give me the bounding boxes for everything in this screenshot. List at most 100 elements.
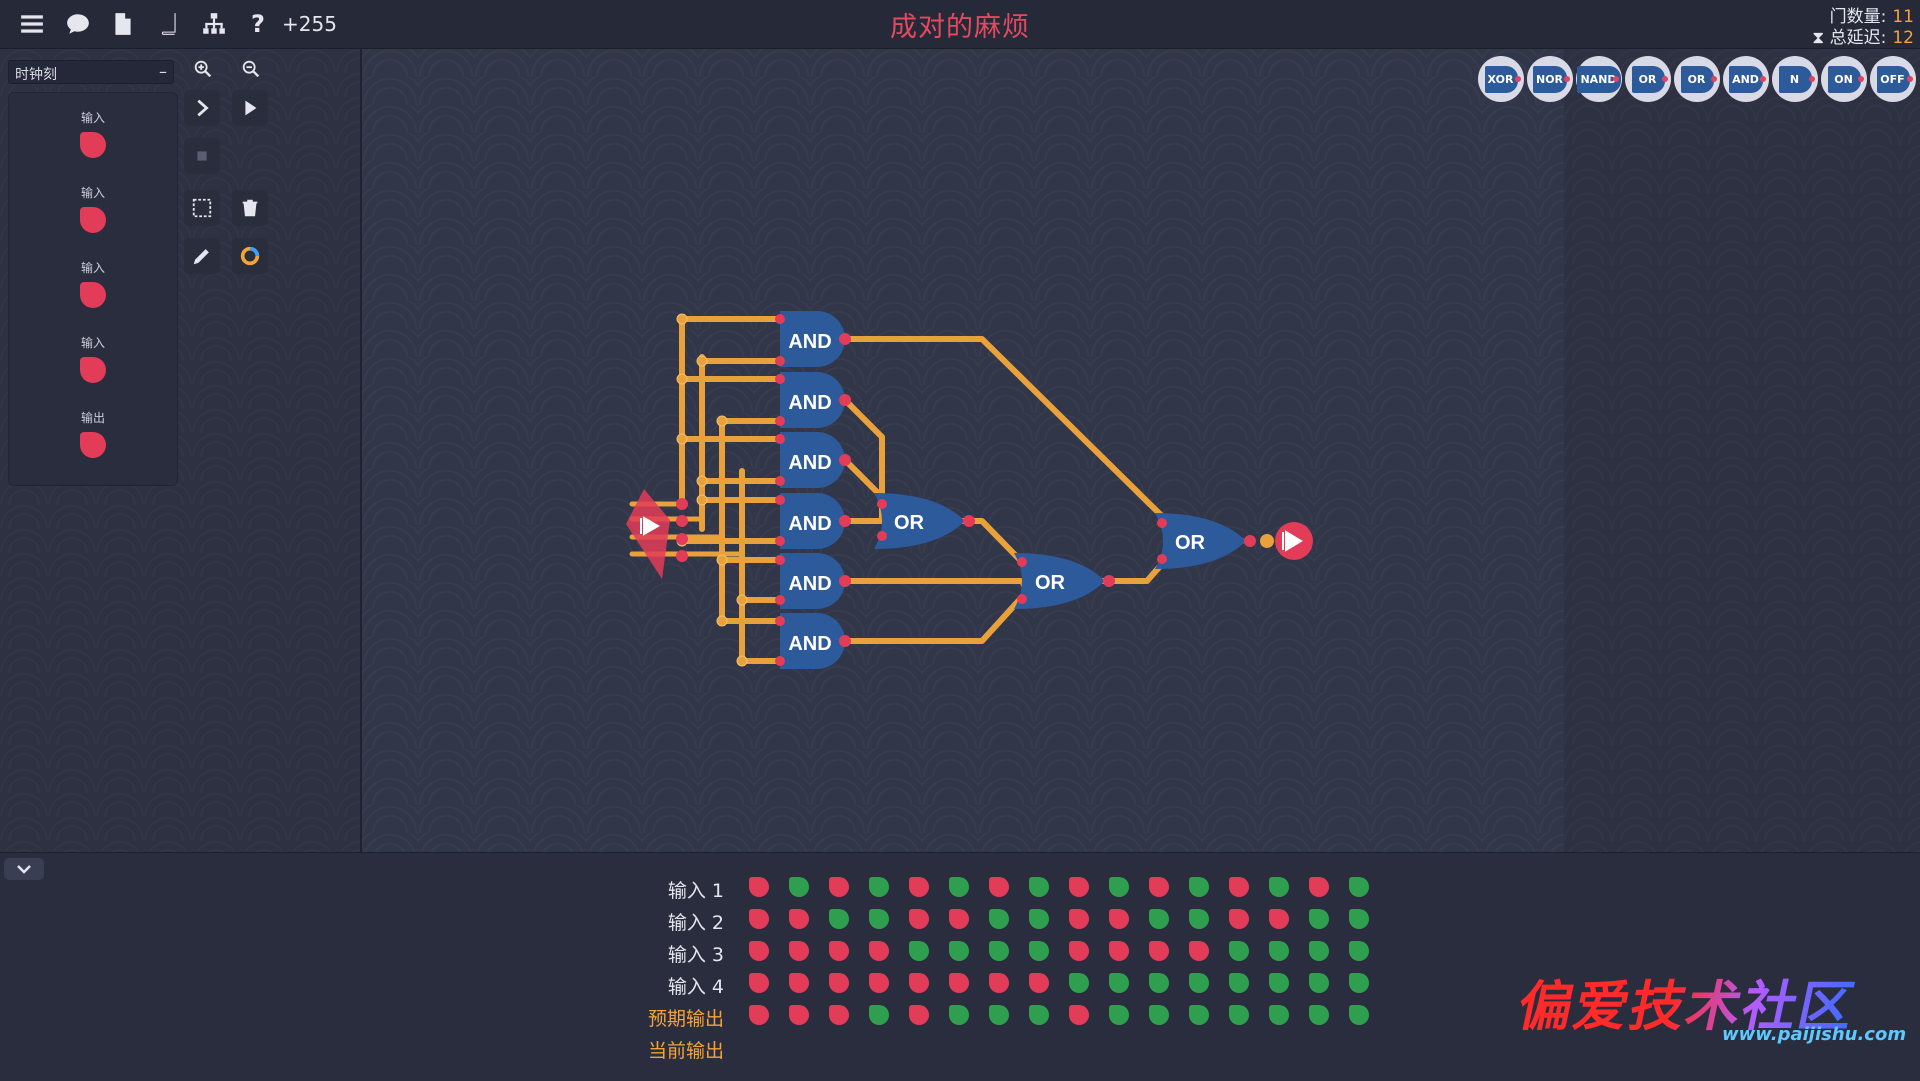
color-button[interactable] <box>232 238 268 274</box>
state-on-dot <box>829 909 849 929</box>
state-on-dot <box>1269 1005 1289 1025</box>
state-off-dot <box>1189 941 1209 961</box>
stop-button[interactable] <box>184 138 220 174</box>
book-icon[interactable] <box>154 10 182 38</box>
state-off-dot <box>749 973 769 993</box>
state-off-dot <box>909 973 929 993</box>
svg-text:AND: AND <box>788 633 831 655</box>
or-gate-1[interactable]: OR <box>874 493 965 549</box>
state-on-dot <box>1189 1005 1209 1025</box>
state-off-dot <box>1309 877 1329 897</box>
state-on-dot <box>1309 1005 1329 1025</box>
state-off-dot <box>749 909 769 929</box>
palette-or-gate[interactable]: OR <box>1625 56 1671 102</box>
state-off-dot <box>749 941 769 961</box>
or-gate-3[interactable]: OR <box>1155 513 1246 569</box>
state-on-dot <box>949 877 969 897</box>
state-on-dot <box>989 909 1009 929</box>
pencil-icon <box>193 249 209 265</box>
circuit-canvas[interactable]: AND AND AND AND AND AND OR OR <box>360 49 1566 852</box>
svg-text:AND: AND <box>788 452 831 474</box>
select-button[interactable] <box>184 190 220 226</box>
circuit-diagram[interactable]: AND AND AND AND AND AND OR OR <box>362 49 1564 852</box>
state-off-dot <box>829 941 849 961</box>
io-input-1[interactable]: 输入 <box>9 109 177 160</box>
gate-count: 门数量:11 <box>1829 7 1914 27</box>
palette-not-gate[interactable]: N <box>1772 56 1818 102</box>
play-button[interactable] <box>232 90 268 126</box>
wire-pen-button[interactable] <box>184 238 220 274</box>
and-gate-3[interactable]: AND <box>780 432 845 488</box>
state-off-dot <box>869 973 889 993</box>
collapse-icon[interactable]: – <box>159 62 167 81</box>
coin-counter: +255 <box>282 12 337 36</box>
state-off-dot <box>949 909 969 929</box>
state-on-dot <box>949 1005 969 1025</box>
row-label-input-2: 输入 2 <box>667 912 724 934</box>
io-output-1[interactable]: 输出 <box>9 409 177 460</box>
trash-icon <box>242 199 258 217</box>
and-gate-6[interactable]: AND <box>780 613 845 669</box>
io-input-4[interactable]: 输入 <box>9 334 177 385</box>
menu-icon[interactable] <box>18 10 46 38</box>
or-gate-2[interactable]: OR <box>1014 553 1105 609</box>
and-gate-2[interactable]: AND <box>780 372 845 428</box>
io-input-2[interactable]: 输入 <box>9 184 177 235</box>
state-on-dot <box>989 1005 1009 1025</box>
state-on-dot <box>1269 877 1289 897</box>
clock-tick-select[interactable]: 时钟刻– <box>8 60 174 84</box>
svg-text:OR: OR <box>1175 532 1206 554</box>
state-off-dot <box>789 1005 809 1025</box>
input-pin-icon <box>80 207 106 233</box>
palette-nand-gate[interactable]: NAND <box>1576 56 1622 102</box>
state-on-dot <box>1149 1005 1169 1025</box>
palette-xor-gate[interactable]: XOR <box>1478 56 1524 102</box>
zoom-out-button[interactable] <box>236 58 266 80</box>
stop-icon <box>197 151 207 161</box>
io-input-3[interactable]: 输入 <box>9 259 177 310</box>
hourglass-icon: ⧗ <box>1812 28 1825 48</box>
and-gate-4[interactable]: AND <box>780 493 845 549</box>
state-on-dot <box>869 909 889 929</box>
collapse-panel-button[interactable] <box>4 858 44 880</box>
delete-button[interactable] <box>232 190 268 226</box>
total-delay: ⧗ 总延迟:12 <box>1812 28 1914 48</box>
state-off-dot <box>1229 909 1249 929</box>
state-on-dot <box>909 941 929 961</box>
output-pin-icon <box>80 432 106 458</box>
and-gate-5[interactable]: AND <box>780 553 845 609</box>
svg-text:OR: OR <box>894 512 925 534</box>
question-icon[interactable]: ? <box>251 10 265 38</box>
palette-on-source[interactable]: ON <box>1821 56 1867 102</box>
state-off-dot <box>1029 973 1049 993</box>
input-pin-icon <box>80 282 106 308</box>
state-off-dot <box>1069 877 1089 897</box>
palette-off-source[interactable]: OFF <box>1870 56 1916 102</box>
hierarchy-icon[interactable] <box>200 10 228 38</box>
svg-text:AND: AND <box>788 392 831 414</box>
palette-nor-gate[interactable]: NOR <box>1527 56 1573 102</box>
state-off-dot <box>909 877 929 897</box>
state-off-dot <box>1069 941 1089 961</box>
zoom-in-button[interactable] <box>188 58 218 80</box>
watermark-url: www.paijishu.com <box>1722 1024 1907 1045</box>
state-off-dot <box>749 877 769 897</box>
input-pin-icon <box>80 132 106 158</box>
state-off-dot <box>1269 909 1289 929</box>
state-on-dot <box>1189 877 1209 897</box>
palette-and-gate[interactable]: AND <box>1723 56 1769 102</box>
state-on-dot <box>1309 941 1329 961</box>
top-bar: ? +255 成对的麻烦 门数量:11 ⧗ 总延迟:12 <box>0 0 1920 49</box>
right-panel <box>1564 49 1920 852</box>
state-on-dot <box>1069 973 1089 993</box>
chat-icon[interactable] <box>64 10 92 38</box>
state-on-dot <box>1349 941 1369 961</box>
step-button[interactable] <box>184 90 220 126</box>
output-pin-icon <box>1282 530 1303 552</box>
zoom-out-icon <box>242 60 260 78</box>
palette-or-gate-2[interactable]: OR <box>1674 56 1720 102</box>
state-on-dot <box>1189 909 1209 929</box>
and-gate-1[interactable]: AND <box>780 311 845 367</box>
file-icon[interactable] <box>109 10 137 38</box>
zoom-in-icon <box>194 60 212 78</box>
